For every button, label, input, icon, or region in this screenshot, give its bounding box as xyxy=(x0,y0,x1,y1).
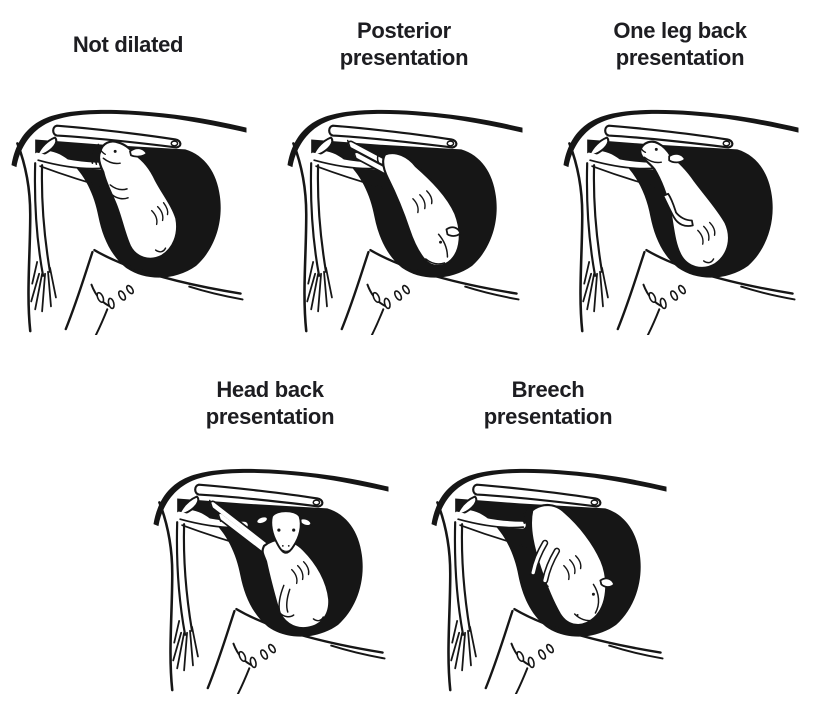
figure-title: Head back presentation xyxy=(205,377,335,429)
not-dilated-illustration xyxy=(4,100,252,335)
head-back-presentation-illustration xyxy=(146,459,394,694)
figure-breech: Breech presentation xyxy=(424,375,672,694)
one-leg-back-presentation-illustration xyxy=(556,100,804,335)
figure-head-back: Head back presentation xyxy=(146,375,394,694)
top-row: Not dilated Posterior presentation One l… xyxy=(0,0,824,335)
figure-title: Not dilated xyxy=(72,31,184,57)
figure-posterior: Posterior presentation xyxy=(280,16,528,335)
bottom-row: Head back presentation Breech presentati… xyxy=(0,375,824,694)
figure-title: One leg back presentation xyxy=(613,18,747,70)
figure-one-leg-back: One leg back presentation xyxy=(556,16,804,335)
figure-not-dilated: Not dilated xyxy=(4,16,252,335)
figure-title: Breech presentation xyxy=(483,377,613,429)
posterior-presentation-illustration xyxy=(280,100,528,335)
breech-presentation-illustration xyxy=(424,459,672,694)
figure-title: Posterior presentation xyxy=(339,18,469,70)
